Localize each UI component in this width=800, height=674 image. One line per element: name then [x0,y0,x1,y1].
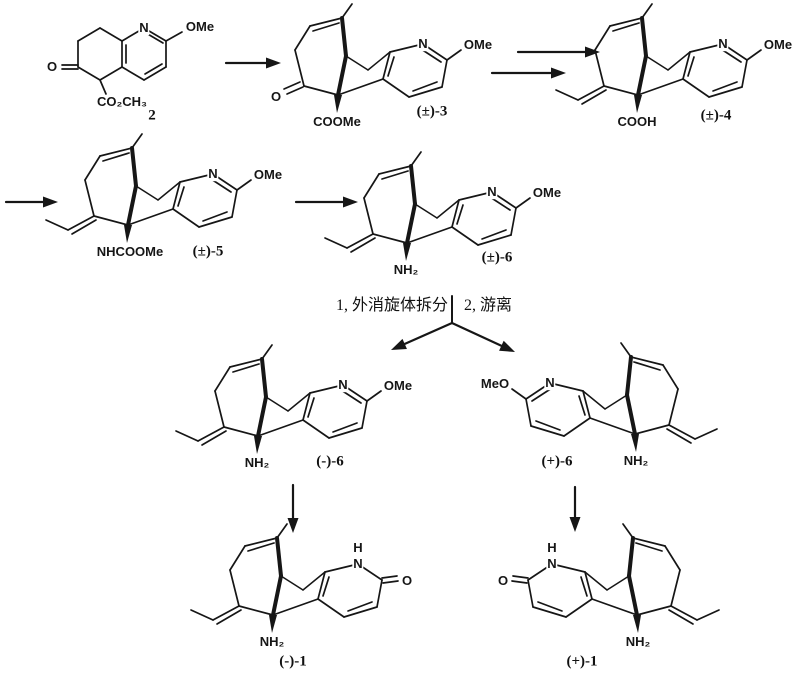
skeleton-bonds [324,151,531,261]
compound-label-3: (±)-3 [416,103,448,120]
atom-label-nitrogen: N [138,20,150,36]
arrowhead [343,196,358,208]
bond-network [555,3,762,113]
skeleton-bonds [175,344,382,454]
wedge-bond [254,436,262,454]
skeleton-bonds [283,3,462,113]
structure-compound-1-minus: H N O NH₂ [175,520,415,655]
atom-label-amine: NH₂ [392,262,420,278]
skeleton-bonds [511,523,720,633]
atom-label-methoxy: OMe [531,185,563,201]
bond-network [324,151,531,261]
compound-label-2: 2 [148,107,156,124]
reaction-arrow [391,321,454,350]
atom-label-amine: NH₂ [624,634,652,650]
arrowhead [585,46,600,58]
atom-label-methoxy: OMe [462,37,494,53]
atom-label-amine: NH₂ [258,634,286,650]
structure-compound-2: N OMe O CO₂CH₃ [30,2,240,127]
atom-label-amine: NH₂ [622,453,650,469]
skeleton-bonds [61,27,183,95]
atom-label-carbonyl-oxygen: O [400,573,414,589]
atom-label-nitrogen: N [546,556,558,572]
compound-label-6-plus: (+)-6 [541,453,573,470]
atom-label-nitrogen: N [337,377,349,393]
branch-step2-label: 2, 游离 [464,297,513,314]
compound-label-1-minus: (-)-1 [279,653,307,670]
structure-compound-1-plus: H N O NH₂ [495,520,735,655]
reaction-arrow [287,483,299,533]
branch-step1-label: 1, 外消旋体拆分 [335,297,448,314]
skeleton-bonds [45,133,252,243]
atom-label-nh-hydrogen: H [546,540,558,556]
bond-network [511,523,720,633]
structure-compound-6-minus: N OMe NH₂ [160,341,414,476]
reaction-arrow [490,67,566,79]
atom-label-nitrogen: N [352,556,364,572]
compound-label-4: (±)-4 [700,107,732,124]
wedge-bond [403,243,411,261]
reaction-arrow [224,57,281,69]
atom-label-nitrogen: N [486,184,498,200]
arrowhead [569,517,581,532]
atom-label-ketone-oxygen: O [269,89,283,105]
arrowhead [499,340,515,352]
skeleton-bonds [511,342,718,452]
bond-network [175,344,382,454]
atom-label-methoxy: MeO [479,376,511,392]
atom-label-nitrogen: N [207,166,219,182]
atom-label-amine: NH₂ [243,455,271,471]
compound-label-1-plus: (+)-1 [566,653,598,670]
atom-label-methoxy: OMe [252,167,284,183]
skeleton-bonds [555,3,762,113]
bond-network [511,342,718,452]
reaction-arrow [569,485,581,532]
arrowhead [266,57,281,69]
atom-label-nitrogen: N [417,36,429,52]
atom-label-methoxy: OMe [762,37,794,53]
wedge-bond [269,615,277,633]
atom-label-ester: CO₂CH₃ [95,94,149,110]
compound-label-6: (±)-6 [481,249,513,266]
atom-label-nitrogen: N [544,375,556,391]
atom-label-methoxy: OMe [382,378,414,394]
wedge-bond [634,95,642,113]
structure-compound-6: N OMe NH₂ [309,148,563,283]
atom-label-nitrogen: N [717,36,729,52]
skeleton-bonds [190,523,399,633]
structure-compound-3: N OMe O COOMe [240,0,494,135]
bond-network [190,523,399,633]
arrowhead [551,67,566,79]
reaction-arrow [450,321,515,352]
compound-label-5: (±)-5 [192,243,224,260]
atom-label-ketone-oxygen: O [45,59,59,75]
compound-label-6-minus: (-)-6 [316,453,344,470]
atom-label-ester: COOMe [312,114,362,130]
arrowhead [391,338,407,350]
structure-compound-4: N OMe COOH [540,0,794,135]
atom-label-methoxy: OMe [184,19,216,35]
arrowhead [43,196,58,208]
reaction-arrow [516,46,600,58]
atom-label-carbonyl-oxygen: O [496,573,510,589]
reaction-arrow [4,196,58,208]
structure-compound-6-plus: N MeO NH₂ [479,339,733,474]
bond-network [45,133,252,243]
wedge-bond [633,615,641,633]
atom-label-acid: COOH [616,114,658,130]
atom-label-nh-hydrogen: H [352,540,364,556]
structure-compound-5: N OMe NHCOOMe [30,130,284,265]
wedge-bond [334,95,342,113]
wedge-bond [124,225,132,243]
arrowhead [287,518,299,533]
reaction-arrow [294,196,358,208]
wedge-bond [631,434,639,452]
atom-label-carbamate: NHCOOMe [95,244,165,260]
